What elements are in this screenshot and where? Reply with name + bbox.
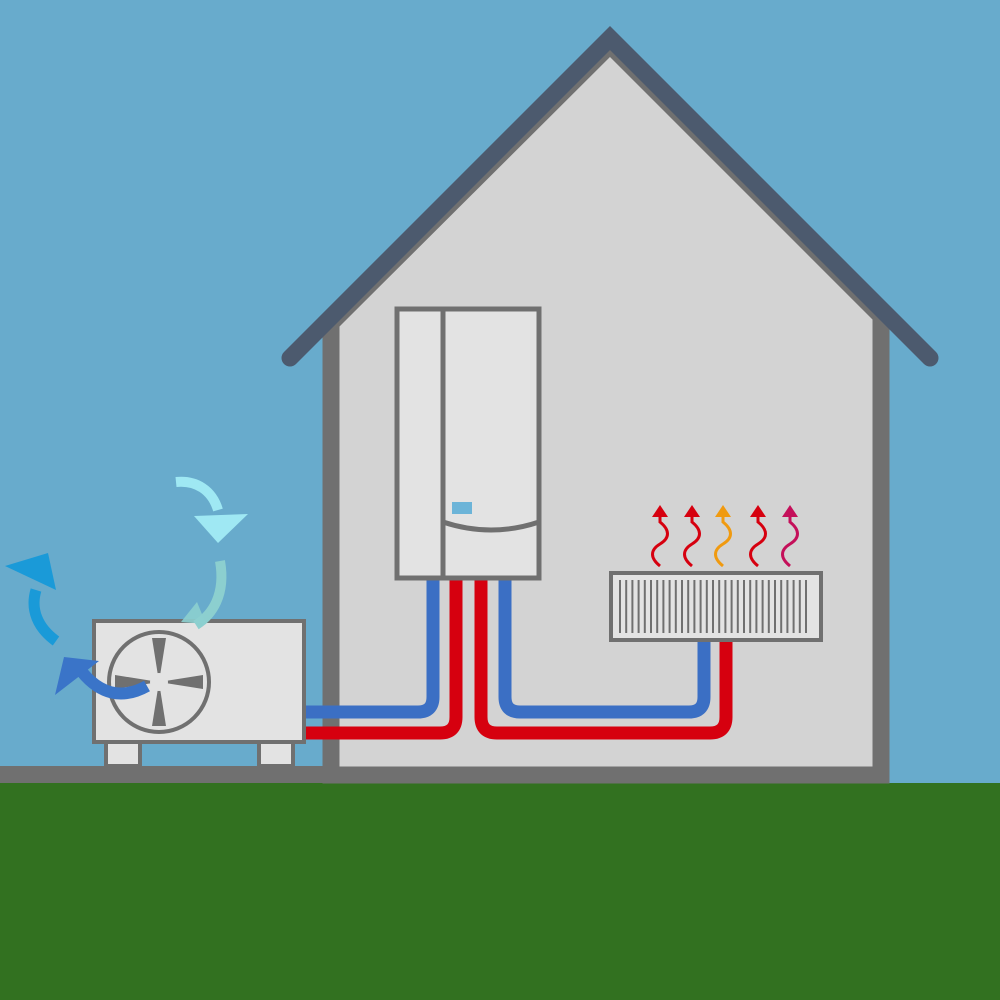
air-flow-arrow-light-tip (194, 514, 248, 543)
heat-wave-arrow-icon (651, 516, 669, 568)
indoor-unit-indicator (452, 502, 472, 514)
radiator-icon (609, 571, 823, 642)
air-flow-arrows (5, 476, 248, 700)
fan-blades (115, 638, 203, 726)
air-flow-arrow-pale-tip (181, 602, 206, 624)
outdoor-unit-foot-right (257, 740, 295, 768)
indoor-unit-panel-curve (442, 519, 540, 533)
heat-wave-arrow-tip (652, 505, 668, 517)
air-flow-arrow-light (175, 476, 223, 512)
radiator-hot-pipe (474, 580, 733, 740)
house-roof (281, 25, 939, 367)
ground-line (0, 766, 340, 783)
radiator-fins (619, 580, 807, 633)
fan-ring (107, 630, 211, 734)
heat-pump-outdoor-unit-icon (92, 619, 306, 768)
air-flow-arrow-dark (77, 668, 150, 700)
radiator-body (609, 571, 823, 642)
ground (0, 783, 1000, 1000)
heat-wave-arrow-icon (781, 516, 799, 568)
outdoor-hot-pipe (305, 580, 463, 740)
indoor-heat-pump-unit-icon (394, 306, 542, 581)
indoor-unit-body (394, 306, 542, 581)
radiator-cold-pipe (498, 580, 711, 719)
heat-wave-arrow-tip (684, 505, 700, 517)
pipes (305, 580, 733, 740)
fan-icon (107, 630, 211, 734)
fan-blade (115, 675, 159, 689)
fan-blade (159, 675, 203, 689)
fan-blade (152, 682, 166, 726)
air-flow-arrow-mid-tip (5, 553, 56, 590)
heat-wave-arrow-icon (683, 516, 701, 568)
heat-wave-arrow-tip (750, 505, 766, 517)
air-flow-arrow-dark-tip (55, 657, 99, 695)
outdoor-cold-pipe (305, 580, 440, 719)
heat-wave-arrow-tip (782, 505, 798, 517)
heat-wave-arrow-icon (714, 516, 732, 568)
fan-blade (152, 638, 166, 682)
heat-waves (651, 505, 799, 568)
heat-wave-arrow-icon (749, 516, 767, 568)
fan-hub (150, 673, 168, 691)
heat-wave-arrow-tip (715, 505, 731, 517)
air-flow-arrow-mid (28, 588, 60, 646)
outdoor-unit-foot-left (104, 740, 142, 768)
